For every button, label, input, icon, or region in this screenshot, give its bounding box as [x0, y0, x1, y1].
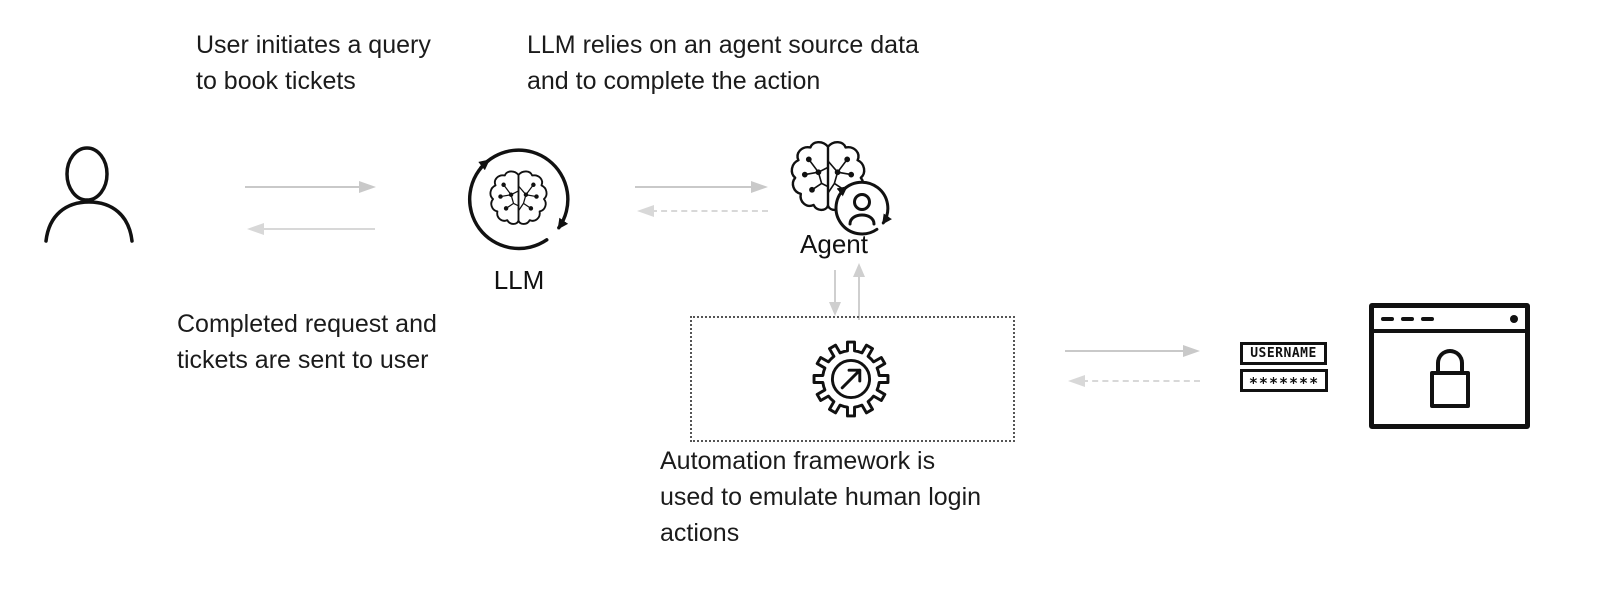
titlebar-dash: [1421, 316, 1434, 321]
browser-content: [1374, 333, 1525, 424]
arrow-user-to-llm: [245, 181, 376, 193]
browser-titlebar: [1374, 308, 1525, 333]
agent-brain-person-icon: [790, 140, 892, 236]
titlebar-dash: [1381, 316, 1394, 321]
titlebar-dot: [1510, 314, 1518, 323]
automation-gear-icon: [812, 340, 890, 418]
password-field: *******: [1240, 369, 1328, 392]
arrow-agent-to-automation: [829, 270, 841, 316]
lock-shackle: [1435, 349, 1464, 373]
caption-llm-agent: LLM relies on an agent source data and t…: [527, 31, 919, 95]
arrow-automation-to-agent: [853, 263, 865, 320]
automation-framework-box: [690, 316, 1015, 442]
username-field: USERNAME: [1240, 342, 1327, 365]
browser-lock-icon: [1369, 303, 1530, 429]
agent-label: Agent: [800, 229, 868, 259]
arrow-llm-to-user: [247, 223, 375, 235]
arrow-automation-to-login: [1065, 345, 1200, 357]
caption-user-query: User initiates a query to book tickets: [196, 31, 431, 95]
arrow-agent-to-llm: [637, 205, 768, 217]
person-icon: [44, 146, 134, 243]
caption-completed-request: Completed request and tickets are sent t…: [177, 310, 437, 374]
password-value: *******: [1248, 373, 1320, 392]
arrow-llm-to-agent: [635, 181, 768, 193]
lock-body: [1429, 371, 1470, 408]
username-value: USERNAME: [1250, 346, 1317, 361]
llm-brain-cycle-icon: [468, 148, 570, 251]
arrow-login-to-automation: [1068, 375, 1200, 387]
titlebar-dash: [1401, 316, 1414, 321]
llm-label: LLM: [493, 265, 545, 295]
caption-automation-framework: Automation framework is used to emulate …: [660, 447, 982, 547]
